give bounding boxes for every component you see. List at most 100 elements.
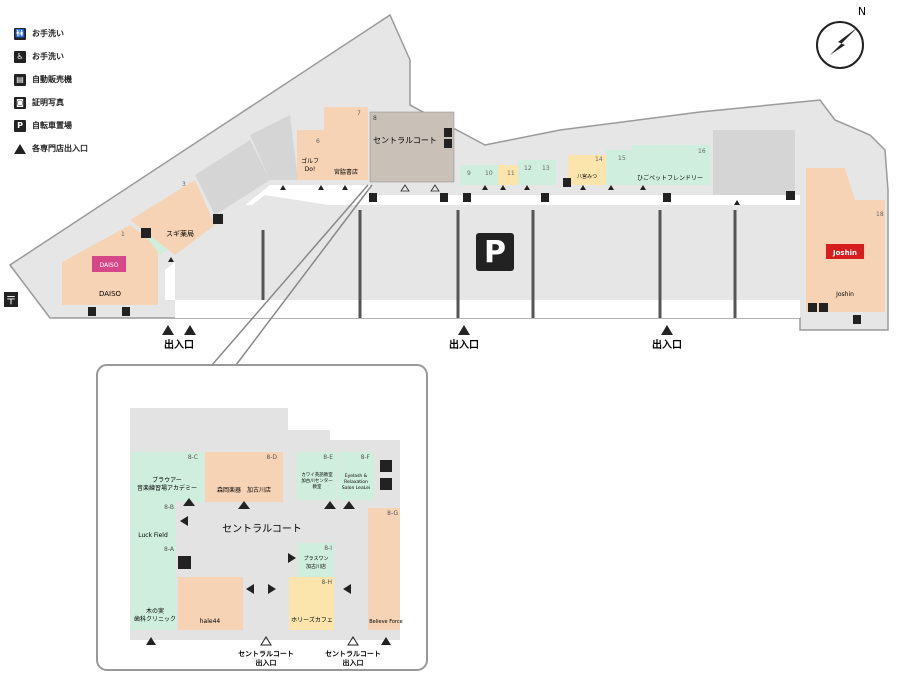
svg-text:9: 9	[467, 170, 471, 177]
svg-text:10: 10	[485, 170, 493, 177]
inset-court-entrances	[260, 636, 359, 646]
main-entrance-west[interactable]: 出入口	[162, 325, 196, 351]
inset-store-hale44[interactable]	[178, 577, 243, 630]
svg-text:Joshin: Joshin	[835, 291, 854, 298]
svg-text:8-E: 8-E	[323, 454, 333, 461]
svg-text:DAISO: DAISO	[99, 290, 122, 298]
svg-text:スギ薬局: スギ薬局	[166, 229, 194, 238]
svg-text:8-I: 8-I	[324, 545, 332, 552]
accessible-restroom-icon	[444, 139, 452, 148]
store-unit-5[interactable]	[250, 115, 298, 180]
entrance-triangle-icon	[14, 143, 26, 154]
svg-text:プラスワン加古川店: プラスワン加古川店	[304, 556, 329, 570]
store-10[interactable]	[478, 165, 498, 185]
restroom-icon	[808, 303, 817, 312]
store-unit-17[interactable]	[713, 130, 795, 195]
inset-store-8d[interactable]	[205, 452, 283, 502]
bicycle-parking-icons	[88, 193, 861, 324]
store-15[interactable]	[606, 150, 632, 185]
compass-icon: N	[816, 5, 866, 69]
store-11[interactable]	[498, 165, 518, 185]
svg-text:11: 11	[507, 170, 515, 177]
store-14[interactable]	[568, 155, 606, 185]
svg-text:6: 6	[316, 138, 320, 145]
store-unit-4[interactable]	[195, 140, 270, 215]
svg-text:8-G: 8-G	[387, 510, 398, 517]
store-joshin[interactable]	[806, 168, 885, 312]
main-entrance-center[interactable]: 出入口	[449, 325, 479, 351]
inset-store-8f[interactable]	[338, 452, 374, 500]
daiso-logo	[92, 256, 126, 272]
main-corridor	[165, 185, 800, 300]
inset-store-8a[interactable]	[130, 544, 176, 630]
svg-text:hale44: hale44	[200, 618, 221, 625]
vending-machine-icon	[213, 214, 223, 224]
vending-machine-icon	[563, 178, 571, 187]
svg-text:八宮みつ: 八宮みつ	[577, 173, 597, 180]
inset-store-8g[interactable]	[368, 508, 400, 630]
legend-row-accessible: ♿お手洗い	[14, 45, 88, 68]
svg-text:ひごペットフレンドリー: ひごペットフレンドリー	[637, 174, 703, 182]
inset-store-entrances	[146, 498, 391, 645]
inset-store-8h[interactable]	[289, 577, 334, 630]
svg-text:N: N	[858, 5, 866, 18]
svg-text:セントラルコート: セントラルコート	[373, 136, 437, 145]
main-entrance-east[interactable]: 出入口	[652, 325, 682, 351]
store-sugi[interactable]	[130, 180, 215, 255]
accessible-restroom-icon	[819, 303, 828, 312]
svg-text:13: 13	[542, 165, 550, 172]
svg-text:8-D: 8-D	[266, 454, 277, 461]
legend-row-vending: ▤自動販売機	[14, 68, 88, 91]
svg-text:15: 15	[618, 155, 626, 162]
store-13[interactable]	[536, 160, 556, 185]
inset-store-8e[interactable]	[297, 452, 337, 500]
accessible-restroom-icon: ♿	[14, 50, 26, 63]
svg-text:Luck Field: Luck Field	[138, 532, 168, 539]
store-golf-do[interactable]	[297, 130, 324, 180]
joshin-logo	[826, 244, 864, 259]
store-higo-pet[interactable]	[632, 145, 710, 185]
svg-text:1: 1	[121, 231, 125, 238]
svg-text:〒: 〒	[6, 294, 17, 307]
store-miyawaki[interactable]	[324, 107, 368, 180]
svg-text:8-B: 8-B	[164, 504, 174, 511]
svg-text:8-C: 8-C	[188, 454, 198, 461]
store-central-court[interactable]	[369, 111, 455, 183]
svg-text:8-H: 8-H	[322, 579, 333, 586]
svg-text:16: 16	[698, 148, 706, 155]
svg-text:カワイ英語教室加古川センター教室: カワイ英語教室加古川センター教室	[301, 471, 333, 490]
svg-text:ホリーズカフェ: ホリーズカフェ	[291, 616, 333, 624]
central-court-entrance-markers	[400, 184, 440, 192]
svg-text:3: 3	[182, 181, 186, 188]
accessible-restroom-icon	[380, 478, 392, 490]
svg-text:DAISO: DAISO	[100, 262, 119, 269]
store-12[interactable]	[518, 160, 536, 185]
vending-machine-icon	[178, 556, 191, 569]
inset-store-8i[interactable]	[298, 543, 334, 577]
svg-text:8-A: 8-A	[164, 546, 175, 553]
restroom-icon	[141, 228, 151, 238]
svg-text:P: P	[484, 235, 506, 270]
svg-text:18: 18	[876, 211, 884, 218]
svg-text:Joshin: Joshin	[832, 249, 857, 257]
inset-store-8c[interactable]	[130, 452, 204, 502]
svg-text:ブラウアー音楽練習場アカデミー: ブラウアー音楽練習場アカデミー	[137, 476, 197, 492]
store-9[interactable]	[460, 165, 478, 185]
svg-text:12: 12	[524, 165, 532, 172]
store-entrance-markers	[168, 185, 740, 262]
svg-text:14: 14	[595, 156, 603, 163]
restroom-icon: 🚻	[14, 27, 26, 40]
svg-text:8-F: 8-F	[361, 454, 371, 461]
svg-text:出入口: 出入口	[164, 338, 194, 351]
post-office-icon: 〒	[4, 292, 18, 307]
inset-store-8b[interactable]	[130, 502, 176, 544]
svg-text:宮脇書店: 宮脇書店	[334, 168, 358, 176]
svg-text:木の実歯科クリニック: 木の実歯科クリニック	[134, 607, 176, 623]
court-entrance-label-2: セントラルコート出入口	[325, 650, 381, 667]
legend-row-entrance: 各専門店出入口	[14, 137, 88, 160]
svg-text:Believe Force: Believe Force	[369, 619, 403, 625]
